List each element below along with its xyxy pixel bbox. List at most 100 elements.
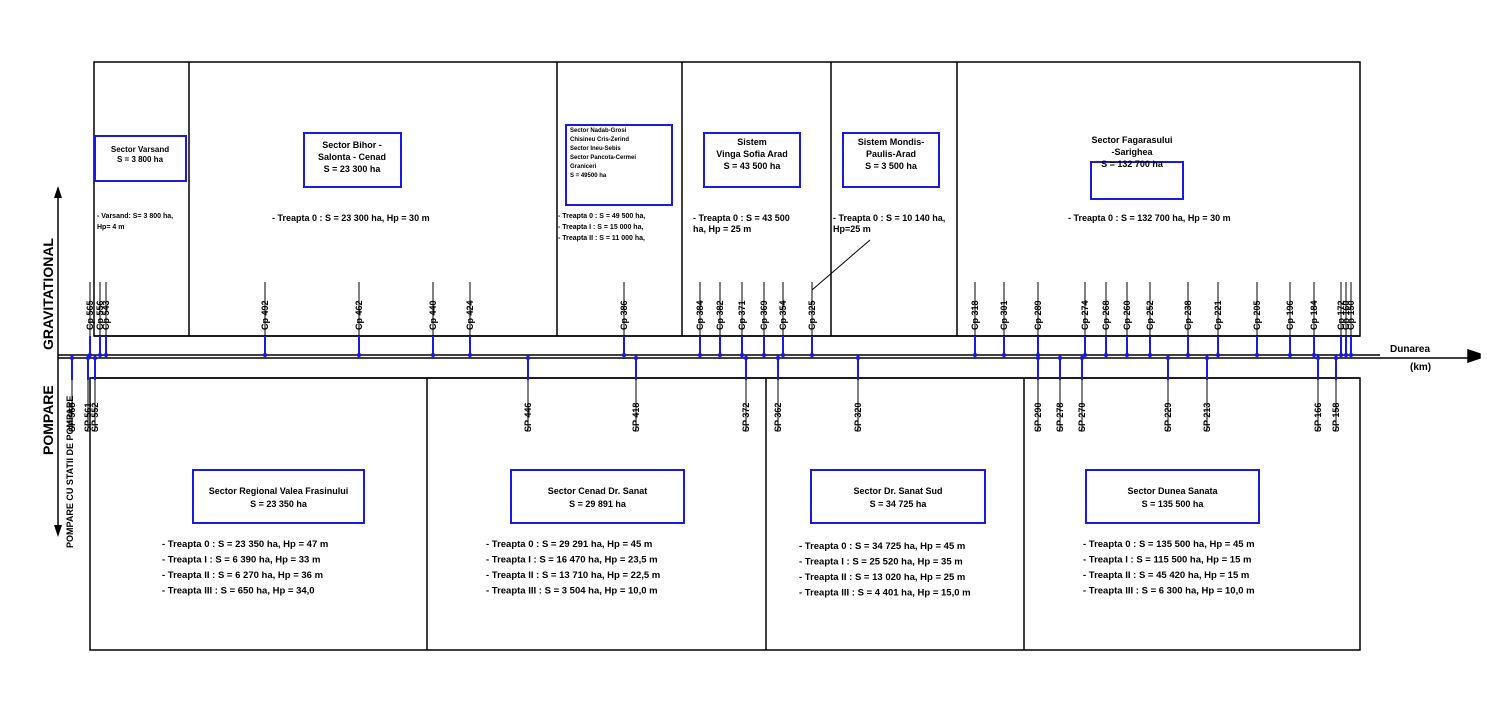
upper-station-node bbox=[356, 352, 362, 358]
upper-station-node bbox=[262, 352, 268, 358]
lower-sector-box-3 bbox=[810, 469, 986, 524]
upper-station-node bbox=[761, 352, 767, 358]
lower-station-label: SP 290 bbox=[1033, 403, 1043, 432]
upper-station-node bbox=[717, 352, 723, 358]
lower-station-label: SP 166 bbox=[1313, 403, 1323, 432]
lower-sector-note: - Treapta III : S = 650 ha, Hp = 34,0 bbox=[162, 586, 315, 597]
lower-sector-box-4 bbox=[1085, 469, 1260, 524]
left-vertical-note: POMPARE CU STATII DE POMPARE bbox=[65, 396, 75, 548]
upper-sector-label: S = 132 700 ha bbox=[1101, 159, 1164, 169]
upper-sector-label: S = 43 500 ha bbox=[724, 161, 782, 171]
upper-sector-note: - Treapta 0 : S = 43 500 bbox=[693, 213, 790, 223]
upper-station-node bbox=[1338, 352, 1344, 358]
upper-station-label: Cp 268 bbox=[1101, 300, 1111, 330]
upper-station-label: Cp 369 bbox=[759, 300, 769, 330]
upper-station-node bbox=[1103, 352, 1109, 358]
upper-station-label: Cp 238 bbox=[1183, 300, 1193, 330]
upper-station-node bbox=[621, 352, 627, 358]
upper-station-node bbox=[972, 352, 978, 358]
upper-sector-label: Salonta - Cenad bbox=[318, 152, 386, 162]
lower-sector-note: - Treapta II : S = 13 020 ha, Hp = 25 m bbox=[799, 572, 965, 583]
lower-station-node bbox=[1204, 355, 1210, 361]
upper-sector-label: Sector Pancota-Cermei bbox=[570, 155, 636, 161]
lower-station-node bbox=[855, 355, 861, 361]
upper-station-label: Cp 325 bbox=[807, 300, 817, 330]
upper-station-label: Cp 424 bbox=[465, 300, 475, 330]
upper-station-label: Cp 274 bbox=[1080, 300, 1090, 330]
upper-sector-note: - Varsand: S= 3 800 ha, bbox=[97, 213, 173, 220]
upper-station-label: Cp 289 bbox=[1033, 300, 1043, 330]
upper-station-node bbox=[697, 352, 703, 358]
upper-station-label: Cp 301 bbox=[999, 300, 1009, 330]
lower-sector-note: - Treapta I : S = 115 500 ha, Hp = 15 m bbox=[1083, 555, 1251, 566]
upper-station-node bbox=[1147, 352, 1153, 358]
lower-sector-note: - Treapta I : S = 6 390 ha, Hp = 33 m bbox=[162, 555, 320, 566]
arrow-up-icon bbox=[54, 186, 62, 198]
lower-station-label: SP 278 bbox=[1055, 403, 1065, 432]
lower-station-node bbox=[85, 355, 91, 361]
upper-station-node bbox=[103, 352, 109, 358]
upper-station-label: Cp 543 bbox=[101, 300, 111, 330]
gravitational-label: GRAVITATIONAL bbox=[40, 238, 56, 350]
lower-station-node bbox=[69, 355, 75, 361]
upper-sector-label: Sistem Mondis- bbox=[858, 137, 925, 147]
upper-station-node bbox=[1348, 352, 1354, 358]
upper-station-label: Cp 492 bbox=[260, 300, 270, 330]
upper-station-label: Cp 205 bbox=[1252, 300, 1262, 330]
upper-sector-label: Sector Varsand bbox=[111, 145, 169, 154]
lower-sector-label: Sector Cenad Dr. Sanat bbox=[548, 486, 648, 496]
lower-sector-note: - Treapta II : S = 45 420 ha, Hp = 15 m bbox=[1083, 570, 1249, 581]
lower-station-node bbox=[775, 355, 781, 361]
upper-station-label: Cp 318 bbox=[970, 300, 980, 330]
left-axis: GRAVITATIONAL POMPARE POMPARE CU STATII … bbox=[40, 186, 75, 548]
lower-station-node bbox=[1315, 355, 1321, 361]
lower-sector-label: S = 135 500 ha bbox=[1142, 499, 1205, 509]
lower-station-node bbox=[1165, 355, 1171, 361]
lower-sector-note: - Treapta 0 : S = 23 350 ha, Hp = 47 m bbox=[162, 539, 328, 550]
river-arrow-icon bbox=[1467, 348, 1481, 364]
upper-sector-label: Sector Ineu-Sebis bbox=[570, 146, 621, 152]
upper-station-label: Cp 440 bbox=[428, 300, 438, 330]
upper-station-label: Cp 260 bbox=[1122, 300, 1132, 330]
upper-station-node bbox=[739, 352, 745, 358]
upper-sector-label: Sector Fagarasului bbox=[1091, 135, 1172, 145]
upper-sector-label: S = 3 500 ha bbox=[865, 161, 918, 171]
upper-station-node bbox=[1343, 352, 1349, 358]
lower-station-label: SP 158 bbox=[1331, 403, 1341, 432]
upper-sector-box-1 bbox=[94, 135, 187, 182]
upper-sector-note: - Treapta II : S = 11 000 ha, bbox=[558, 235, 645, 242]
lower-sector-note: - Treapta I : S = 16 470 ha, Hp = 23,5 m bbox=[486, 555, 658, 566]
upper-station-node bbox=[1215, 352, 1221, 358]
lower-sector-note: - Treapta 0 : S = 34 725 ha, Hp = 45 m bbox=[799, 541, 965, 552]
upper-station-label: Cp 382 bbox=[715, 300, 725, 330]
lower-station-label: SP 561 bbox=[83, 403, 93, 432]
upper-station-node bbox=[1082, 352, 1088, 358]
upper-sector-box-5 bbox=[842, 132, 940, 188]
lower-station-label: SP 446 bbox=[523, 403, 533, 432]
upper-sector-note: - Treapta 0 : S = 23 300 ha, Hp = 30 m bbox=[272, 213, 430, 223]
upper-station-node bbox=[1287, 352, 1293, 358]
upper-station-label: Cp 150 bbox=[1346, 300, 1356, 330]
upper-station-label: Cp 565 bbox=[85, 300, 95, 330]
upper-sector-label: Chisineu Cris-Zerind bbox=[570, 137, 629, 143]
upper-sector-note: Hp=25 m bbox=[833, 224, 871, 234]
leader-line bbox=[811, 239, 871, 291]
upper-sector-label: Vinga Sofia Arad bbox=[716, 149, 788, 159]
upper-sector-note: - Treapta 0 : S = 49 500 ha, bbox=[558, 213, 645, 220]
upper-station-label: Cp 354 bbox=[778, 300, 788, 330]
lower-station-label: SP 270 bbox=[1077, 403, 1087, 432]
upper-sector-label: Graniceri bbox=[570, 164, 597, 170]
upper-station-label: Cp 371 bbox=[737, 300, 747, 330]
sector-notes: - Varsand: S= 3 800 ha, Hp= 4 m - Treapta … bbox=[97, 213, 1255, 599]
lower-station-node bbox=[1057, 355, 1063, 361]
upper-sector-label: S = 3 800 ha bbox=[117, 155, 164, 164]
lower-sector-label: S = 23 350 ha bbox=[250, 499, 308, 509]
lower-station-node bbox=[1333, 355, 1339, 361]
upper-station-label: Cp 462 bbox=[354, 300, 364, 330]
lower-sector-note: - Treapta 0 : S = 29 291 ha, Hp = 45 m bbox=[486, 539, 652, 550]
upper-sector-note: Hp= 4 m bbox=[97, 224, 124, 231]
lower-station-node bbox=[1035, 355, 1041, 361]
